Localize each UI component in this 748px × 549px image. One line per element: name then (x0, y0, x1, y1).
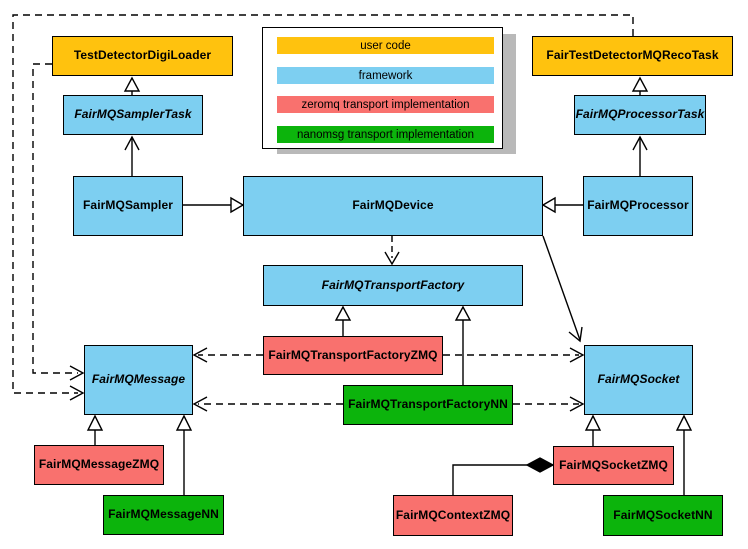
edge-factorynn-socket-dashed (513, 396, 585, 412)
node-fairmqtransportfactoryzmq: FairMQTransportFactoryZMQ (263, 336, 443, 375)
node-fairmqsocketzmq: FairMQSocketZMQ (553, 446, 674, 485)
edge-factorynn-factory-inheritance (454, 305, 472, 385)
legend-label: framework (358, 69, 413, 82)
node-fairmqmessagenn: FairMQMessageNN (103, 495, 224, 535)
node-fairmqcontextzmq: FairMQContextZMQ (393, 495, 513, 536)
node-fairmqprocessortask: FairMQProcessorTask (574, 95, 706, 135)
edge-messagenn-message-inheritance (175, 414, 193, 495)
legend-label: zeromq transport implementation (301, 98, 470, 111)
node-fairmqsamplertask: FairMQSamplerTask (63, 95, 203, 135)
edge-processortask-recotask-inheritance (631, 76, 649, 95)
edge-digiloader-message-dashed (32, 63, 85, 381)
edge-factoryzmq-message-dashed (192, 347, 263, 363)
node-fairtestdetectormqrecotask: FairTestDetectorMQRecoTask (532, 36, 733, 76)
node-testdetectordigiloader: TestDetectorDigiLoader (52, 36, 233, 76)
edge-contextzmq-socketzmq-composition (452, 457, 555, 495)
edge-socketzmq-socket-inheritance (584, 414, 602, 446)
node-fairmqmessagezmq: FairMQMessageZMQ (34, 445, 164, 485)
node-fairmqsocket: FairMQSocket (584, 345, 693, 415)
node-fairmqdevice: FairMQDevice (243, 176, 543, 236)
edge-processor-device-inheritance (541, 196, 583, 214)
legend-box: user code framework zeromq transport imp… (262, 27, 503, 149)
legend-item-framework: framework (277, 67, 494, 84)
legend-item-user-code: user code (277, 37, 494, 54)
edge-processor-processortask-arrow (632, 135, 648, 176)
node-fairmqmessage: FairMQMessage (84, 345, 193, 415)
edge-sampler-samplertask-arrow (124, 135, 140, 176)
node-fairmqtransportfactorynn: FairMQTransportFactoryNN (343, 385, 513, 425)
edge-device-socket-arrow (542, 235, 583, 343)
edge-recotask-message-dashed (12, 14, 634, 401)
legend-label: nanomsg transport implementation (296, 128, 475, 141)
edge-factoryzmq-socket-dashed (443, 347, 585, 363)
legend-label: user code (360, 39, 411, 52)
node-fairmqprocessor: FairMQProcessor (583, 176, 693, 236)
edge-factorynn-message-dashed (192, 396, 343, 412)
node-fairmqtransportfactory: FairMQTransportFactory (263, 265, 523, 306)
node-fairmqsocketnn: FairMQSocketNN (603, 495, 723, 536)
edge-messagezmq-message-inheritance (86, 414, 104, 445)
edge-sampler-device-inheritance (183, 196, 245, 214)
edge-samplertask-digiloader-inheritance (123, 76, 141, 95)
edge-factoryzmq-factory-inheritance (334, 305, 352, 336)
legend-item-zeromq: zeromq transport implementation (277, 96, 494, 113)
legend-item-nanomsg: nanomsg transport implementation (277, 126, 494, 143)
edge-device-transportfactory-dashed (384, 236, 400, 266)
node-fairmqsampler: FairMQSampler (73, 176, 183, 236)
edge-socketnn-socket-inheritance (675, 414, 693, 495)
